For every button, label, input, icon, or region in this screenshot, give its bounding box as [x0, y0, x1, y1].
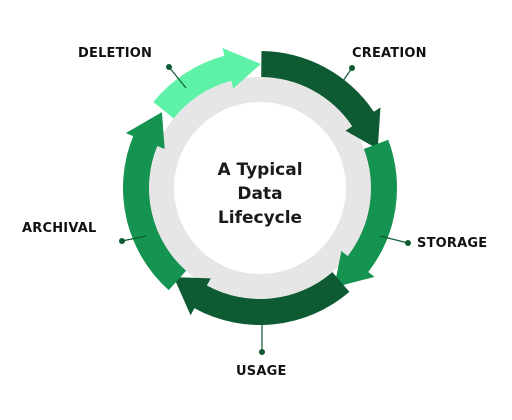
center-disc [174, 102, 346, 274]
connector-dot-archival [119, 238, 125, 244]
center-title-line-1: A Typical [217, 160, 302, 180]
connector-dot-usage [259, 349, 265, 355]
arrow-segment-usage [173, 272, 350, 325]
center-title-line-3: Lifecycle [218, 208, 302, 228]
arrow-segment-archival [122, 112, 187, 291]
stage-label-usage: USAGE [236, 364, 287, 379]
stage-label-deletion: DELETION [78, 46, 152, 61]
center-title-line-2: Data [237, 184, 282, 204]
stage-label-storage: STORAGE [417, 236, 487, 251]
connector-dot-storage [405, 240, 411, 246]
connector-dot-creation [349, 65, 355, 71]
cycle-arrows [122, 47, 398, 325]
stage-label-archival: ARCHIVAL [22, 221, 96, 236]
connector-dot-deletion [166, 64, 172, 70]
arrow-segment-storage [334, 139, 398, 288]
stage-label-creation: CREATION [352, 46, 427, 61]
arrow-segment-deletion [153, 47, 261, 119]
connector-deletion [168, 66, 187, 89]
arrow-segment-creation [261, 51, 381, 149]
connector-creation [337, 67, 353, 89]
stage-connectors [119, 64, 411, 355]
connector-archival [121, 235, 147, 242]
connector-storage [379, 235, 409, 244]
